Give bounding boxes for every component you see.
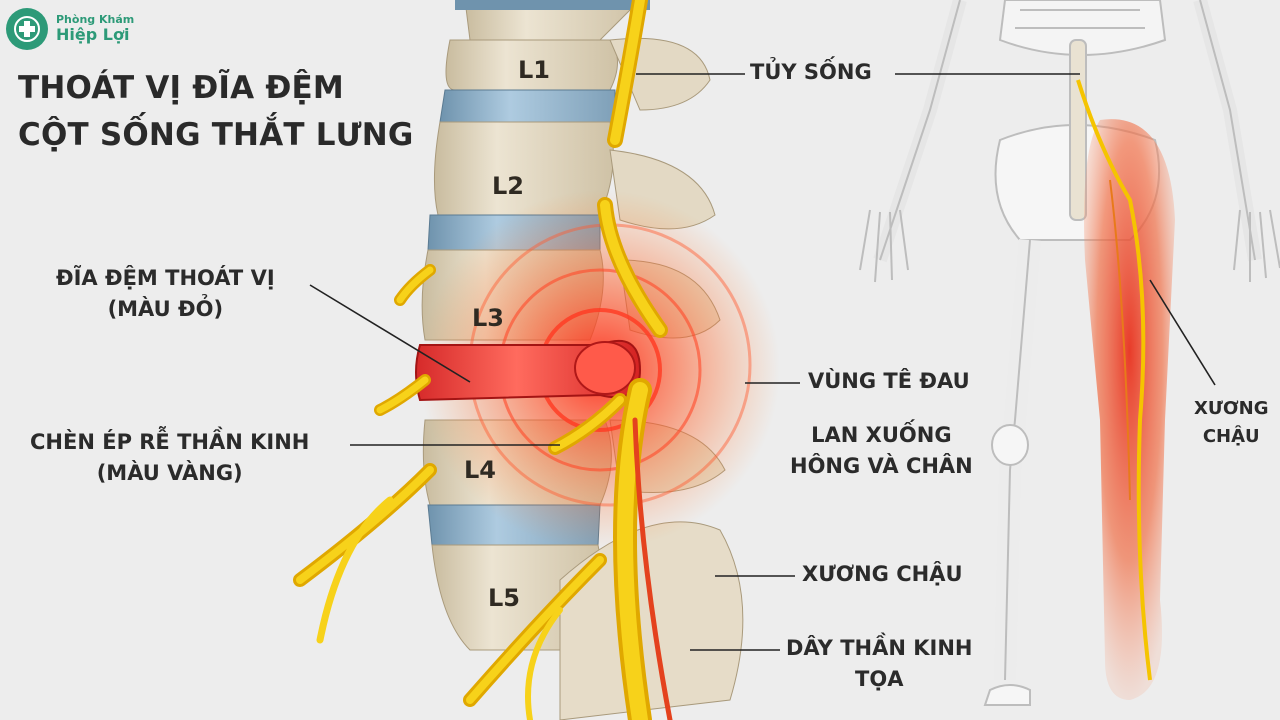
label-pelvis-right: XƯƠNG CHẬU bbox=[1194, 398, 1269, 447]
title-line-2: CỘT SỐNG THẮT LƯNG bbox=[18, 117, 414, 154]
brand-line-2: Hiệp Lợi bbox=[56, 25, 130, 45]
title-line-1: THOÁT VỊ ĐĨA ĐỆM bbox=[18, 70, 344, 106]
leg-pain-area bbox=[1084, 119, 1175, 700]
vertebra-label-l3: L3 bbox=[472, 304, 504, 332]
label-pelvis: XƯƠNG CHẬU bbox=[802, 562, 963, 586]
label-spread: LAN XUỐNG HÔNG VÀ CHÂN bbox=[790, 423, 973, 479]
clinic-logo: Phòng Khám Hiệp Lợi bbox=[6, 8, 134, 50]
skeleton-figure bbox=[859, 0, 1280, 706]
brand-line-1: Phòng Khám bbox=[56, 13, 135, 27]
sciatic-nerve-body bbox=[1076, 79, 1152, 681]
label-herniated-disc: ĐĨA ĐỆM THOÁT VỊ (MÀU ĐỎ) bbox=[56, 266, 275, 322]
vertebra-label-l1: L1 bbox=[518, 56, 550, 84]
leader-lines bbox=[309, 73, 1216, 651]
vertebra-label-l4: L4 bbox=[464, 456, 496, 484]
nerve-roots bbox=[293, 0, 673, 720]
label-pain-zone: VÙNG TÊ ĐAU bbox=[808, 369, 970, 393]
page-title: THOÁT VỊ ĐĨA ĐỆM CỘT SỐNG THẮT LƯNG bbox=[18, 70, 414, 154]
label-spinal-cord: TỦY SỐNG bbox=[750, 60, 872, 84]
clinic-cross-logo-icon bbox=[6, 8, 48, 50]
label-nerve-compression: CHÈN ÉP RỄ THẦN KINH (MÀU VÀNG) bbox=[30, 430, 310, 486]
vertebra-label-l2: L2 bbox=[492, 172, 524, 200]
vertebra-label-l5: L5 bbox=[488, 584, 520, 612]
label-sciatic-nerve: DÂY THẦN KINH TỌA bbox=[786, 636, 973, 692]
